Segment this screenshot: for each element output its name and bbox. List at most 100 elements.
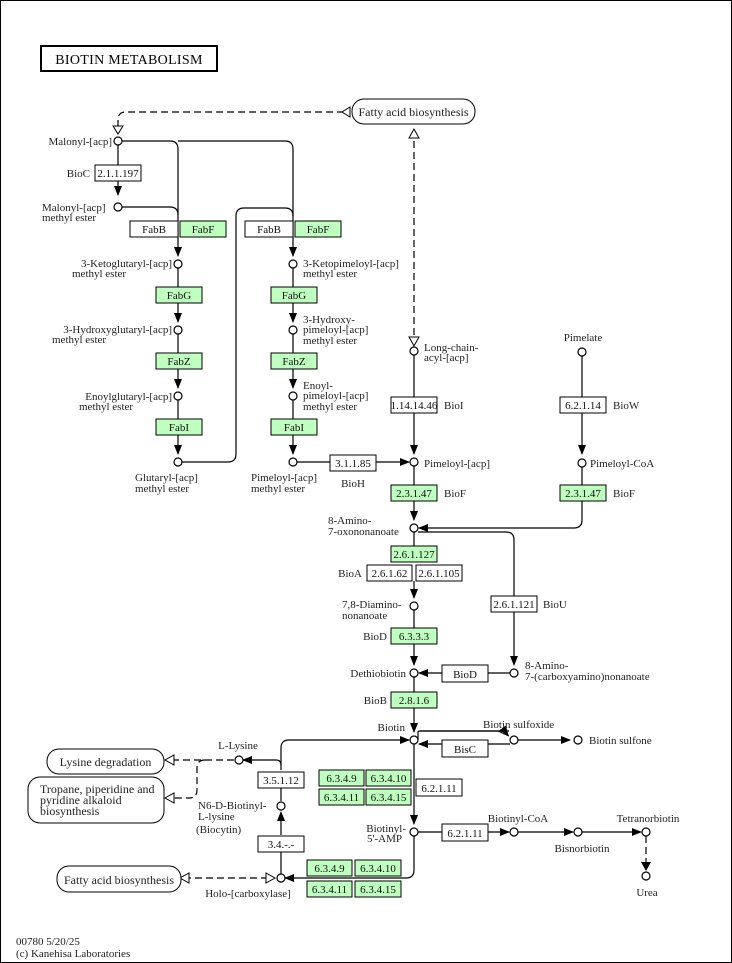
hollow-arrow	[408, 336, 420, 348]
compound-biotinyl-5-amp[interactable]	[409, 827, 419, 837]
enzyme-fabi-2[interactable]: FabI	[270, 418, 318, 436]
gene-label-bioi: BioI	[444, 400, 464, 412]
compound-8-amino-7-oxononanoate[interactable]	[409, 523, 419, 533]
hollow-arrow	[341, 106, 351, 118]
enzyme-2-1-1-197[interactable]: 2.1.1.197	[94, 164, 142, 182]
enzyme-3-1-1-85[interactable]: 3.1.1.85	[329, 454, 377, 472]
enzyme-6-2-1-11-a[interactable]: 6.2.1.11	[415, 778, 463, 797]
enzyme-1-14-14-46[interactable]: 1.14.14.46	[390, 396, 438, 414]
enzyme-6-3-4-15-a[interactable]: 6.3.4.15	[365, 788, 412, 806]
compound-enoylglutaryl[interactable]	[173, 391, 183, 401]
label-malonyl-acp-me: methyl ester	[42, 212, 96, 224]
label-biotin: Biotin	[377, 722, 405, 734]
enzyme-fabg-2[interactable]: FabG	[270, 286, 318, 304]
compound-3-ketopimeloyl[interactable]	[288, 259, 298, 269]
enzyme-6-2-1-14[interactable]: 6.2.1.14	[559, 396, 607, 414]
label-bisnorbiotin: Bisnorbiotin	[554, 843, 610, 855]
label-biocytin: L-lysine	[198, 811, 235, 823]
compound-7-8-diaminononanoate[interactable]	[409, 601, 419, 611]
enzyme-6-3-4-9-a[interactable]: 6.3.4.9	[318, 769, 365, 787]
enzyme-fabf-1[interactable]: FabF	[179, 220, 227, 238]
enzyme-label: 2.8.1.6	[399, 695, 430, 707]
compound-l-lysine[interactable]	[234, 755, 244, 765]
map-label: pyridine alkaloid	[40, 793, 122, 807]
enzyme-3-5-1-12[interactable]: 3.5.1.12	[257, 771, 305, 789]
compound-3-hydroxyglutaryl[interactable]	[173, 325, 183, 335]
enzyme-6-3-4-10-b[interactable]: 6.3.4.10	[354, 859, 402, 877]
enzyme-fabi-1[interactable]: FabI	[155, 418, 203, 436]
enzyme-fabz-2[interactable]: FabZ	[270, 352, 318, 370]
compound-pimeloyl-acp-methyl-ester[interactable]	[288, 457, 298, 467]
enzyme-fabz-1[interactable]: FabZ	[155, 352, 203, 370]
compound-bisnorbiotin[interactable]	[573, 827, 583, 837]
enzyme-label: 3.1.1.85	[335, 458, 371, 470]
compound-enoylpimeloyl[interactable]	[288, 391, 298, 401]
label-pimeloyl-acp: Pimeloyl-[acp]	[424, 458, 490, 470]
label-urea: Urea	[636, 887, 657, 899]
compound-biocytin[interactable]	[276, 801, 286, 811]
enzyme-2-3-1-47-b[interactable]: 2.3.1.47	[559, 484, 607, 502]
compound-urea[interactable]	[641, 871, 651, 881]
compound-biotinyl-coa[interactable]	[509, 827, 519, 837]
enzyme-6-3-4-10-a[interactable]: 6.3.4.10	[365, 769, 412, 787]
enzyme-3-4[interactable]: 3.4.-.-	[257, 835, 305, 853]
compound-dethiobiotin[interactable]	[409, 668, 419, 678]
compound-biotin-sulfone[interactable]	[573, 735, 583, 745]
enzyme-2-8-1-6[interactable]: 2.8.1.6	[390, 691, 438, 709]
compound-glutaryl[interactable]	[173, 457, 183, 467]
enzyme-label: 6.2.1.11	[447, 828, 482, 840]
compound-nodes	[113, 136, 651, 883]
compound-pimelate[interactable]	[577, 347, 587, 357]
enzyme-bisc[interactable]: BisC	[441, 739, 489, 758]
label-carboxyaminononanoate: 8-Amino-	[525, 660, 569, 672]
compound-3-hydroxypimeloyl[interactable]	[288, 325, 298, 335]
compound-long-chain-acyl-acp[interactable]	[409, 346, 419, 356]
enzyme-6-3-4-11-b[interactable]: 6.3.4.11	[306, 880, 353, 898]
compound-3-ketoglutaryl[interactable]	[173, 259, 183, 269]
map-link-tropane-alkaloid[interactable]: Tropane, piperidine and pyridine alkaloi…	[27, 776, 165, 824]
label-long-chain: Long-chain-	[424, 342, 479, 354]
enzyme-biod[interactable]: BioD	[441, 664, 489, 683]
enzyme-2-6-1-121[interactable]: 2.6.1.121	[490, 595, 538, 613]
map-link-lysine-degradation[interactable]: Lysine degradation	[46, 748, 165, 775]
enzyme-6-2-1-11-b[interactable]: 6.2.1.11	[441, 823, 489, 842]
map-link-fatty-acid-bottom[interactable]: Fatty acid biosynthesis	[56, 865, 182, 893]
enzyme-2-6-1-105[interactable]: 2.6.1.105	[415, 564, 463, 582]
enzyme-fabf-2[interactable]: FabF	[294, 220, 342, 238]
enzyme-fabb-2[interactable]: FabB	[244, 220, 294, 238]
gene-label-biow: BioW	[613, 400, 640, 412]
compound-tetranorbiotin[interactable]	[641, 827, 651, 837]
map-label: biosynthesis	[40, 804, 100, 818]
compound-biotin-sulfoxide[interactable]	[509, 735, 519, 745]
footer-map-id: 00780 5/20/25	[16, 936, 80, 948]
enzyme-label: 6.3.4.11	[312, 884, 347, 896]
enzyme-2-3-1-47-a[interactable]: 2.3.1.47	[390, 484, 438, 502]
compound-8-amino-7-carboxyaminononanoate[interactable]	[509, 668, 519, 678]
label-biotinyl-5-amp: Biotinyl-	[366, 823, 406, 835]
label-pimeloyl-coa: Pimeloyl-CoA	[590, 458, 654, 470]
enzyme-6-3-4-15-b[interactable]: 6.3.4.15	[354, 880, 402, 898]
enzyme-label: FabZ	[282, 356, 306, 368]
compound-malonyl-acp-methyl-ester[interactable]	[113, 202, 123, 212]
enzyme-label: BioD	[453, 669, 477, 681]
enzyme-6-3-4-11-a[interactable]: 6.3.4.11	[318, 788, 365, 806]
enzyme-label: 2.6.1.121	[493, 599, 534, 611]
enzyme-fabb-1[interactable]: FabB	[129, 220, 179, 238]
enzyme-6-3-3-3[interactable]: 6.3.3.3	[390, 627, 438, 645]
gene-label-biou: BioU	[543, 599, 567, 611]
label-pimelate: Pimelate	[564, 332, 603, 344]
enzyme-2-6-1-127[interactable]: 2.6.1.127	[390, 545, 438, 563]
compound-holo-carboxylase[interactable]	[276, 873, 286, 883]
gene-label-bioc: BioC	[67, 168, 90, 180]
compound-pimeloyl-acp[interactable]	[409, 457, 419, 467]
enzyme-6-3-4-9-b[interactable]: 6.3.4.9	[306, 859, 353, 877]
enzyme-2-6-1-62[interactable]: 2.6.1.62	[366, 564, 413, 582]
enzyme-label: 6.3.4.9	[326, 773, 357, 785]
compound-biotin[interactable]	[409, 735, 419, 745]
enzyme-label: 6.3.4.10	[371, 773, 407, 785]
compound-pimeloyl-coa[interactable]	[577, 458, 587, 468]
map-link-fatty-acid-top[interactable]: Fatty acid biosynthesis	[351, 98, 476, 125]
compound-malonyl-acp[interactable]	[113, 136, 123, 146]
enzyme-fabg-1[interactable]: FabG	[155, 286, 203, 304]
